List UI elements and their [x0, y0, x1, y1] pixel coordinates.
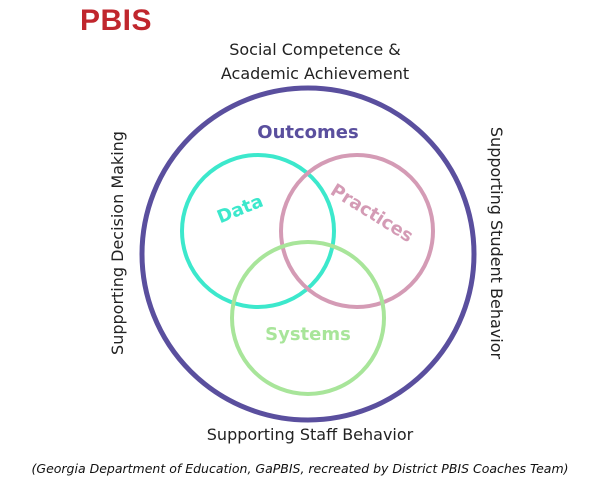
right-side-label: Supporting Student Behavior: [487, 126, 506, 360]
data-circle: [180, 153, 336, 309]
left-side-label: Supporting Decision Making: [108, 131, 127, 355]
practices-label: Practices: [327, 180, 417, 247]
pbis-logo: PBIS: [80, 4, 153, 37]
data-label: Data: [214, 191, 266, 228]
outer-circle: [139, 85, 477, 423]
systems-circle: [230, 240, 386, 396]
top-label-line1: Social Competence &: [229, 40, 401, 59]
top-label-line2: Academic Achievement: [220, 64, 410, 83]
source-caption: (Georgia Department of Education, GaPBIS…: [31, 461, 569, 476]
top-label: Social Competence & Academic Achievement: [150, 38, 480, 86]
systems-label: Systems: [265, 324, 351, 345]
outcomes-label: Outcomes: [257, 122, 358, 143]
practices-circle: [279, 153, 435, 309]
bottom-label: Supporting Staff Behavior: [206, 425, 414, 444]
